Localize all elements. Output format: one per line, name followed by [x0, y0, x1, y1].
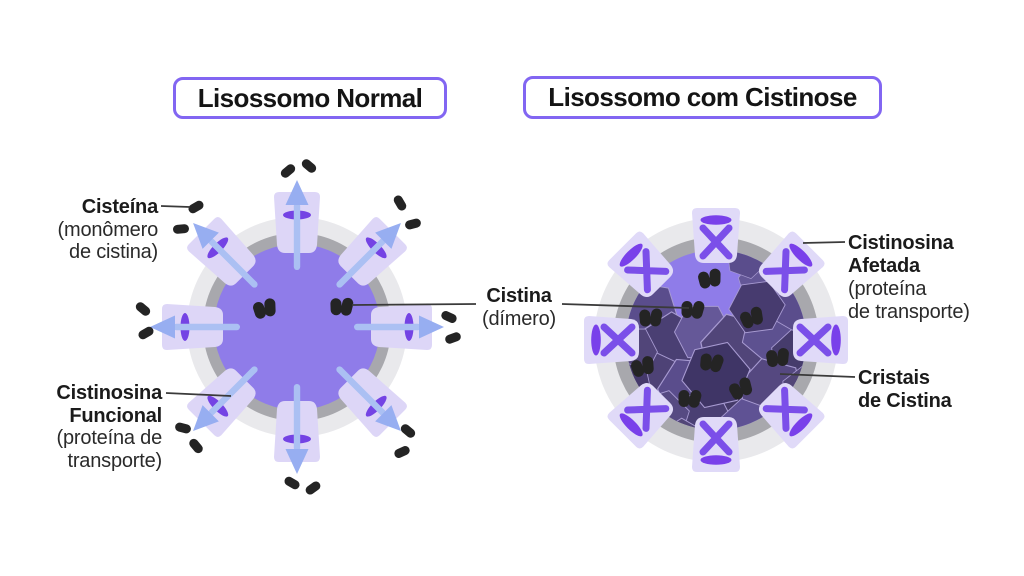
- label-functional-sub2: transporte): [67, 449, 162, 472]
- title-normal-lysosome: Lisossomo Normal: [173, 77, 447, 119]
- leader-lines: [160, 205, 856, 397]
- label-affected-name1: Cistinosina: [848, 232, 954, 254]
- label-cystine-name: Cistina: [486, 285, 552, 307]
- leader-line-cysteine: [160, 205, 191, 208]
- normal-lysosome: [133, 157, 463, 497]
- leader-line-affected-cystinosin: [802, 241, 846, 244]
- leader-line-crystals: [779, 373, 856, 378]
- label-affected-sub1: (proteína: [848, 278, 927, 300]
- label-functional-name1: Cistinosina: [56, 382, 162, 404]
- label-cysteine: Cisteína (monômero de cistina): [38, 196, 159, 264]
- title-cystinosis-lysosome: Lisossomo com Cistinose: [523, 76, 882, 119]
- blocked-transporter-x-icon: [692, 417, 740, 472]
- title-normal-lysosome-text: Lisossomo Normal: [197, 82, 423, 113]
- label-affected-name2: Afetada: [848, 255, 920, 277]
- label-cystine: Cistina (dímero): [454, 285, 584, 330]
- label-crystals-name1: Cristais: [858, 367, 930, 389]
- leader-line-cystine-right: [561, 303, 690, 309]
- label-crystals: Cristais de Cistina: [858, 367, 1018, 413]
- label-functional-name2: Funcional: [69, 404, 162, 427]
- label-crystals-name2: de Cistina: [858, 390, 952, 412]
- leader-line-cystine-left: [351, 303, 477, 306]
- label-cystine-sub: (dímero): [482, 307, 556, 330]
- label-functional-cystinosin: Cistinosina Funcional (proteína de trans…: [30, 382, 162, 472]
- blocked-transporter-x-icon: [793, 316, 848, 364]
- cystinosis-lysosome: [584, 208, 848, 484]
- title-cystinosis-lysosome-text: Lisossomo com Cistinose: [548, 82, 857, 112]
- label-cysteine-sub2: de cistina): [69, 241, 158, 263]
- label-cysteine-sub1: (monômero: [57, 218, 159, 241]
- blocked-transporter-x-icon: [692, 208, 740, 263]
- label-affected-cystinosin: Cistinosina Afetada (proteína de transpo…: [848, 232, 1018, 324]
- leader-line-functional-cystinosin: [165, 392, 232, 397]
- label-affected-sub2: de transporte): [848, 301, 970, 323]
- label-functional-sub1: (proteína de: [56, 427, 163, 449]
- blocked-transporter-x-icon: [584, 316, 639, 364]
- label-cysteine-name: Cisteína: [81, 196, 158, 218]
